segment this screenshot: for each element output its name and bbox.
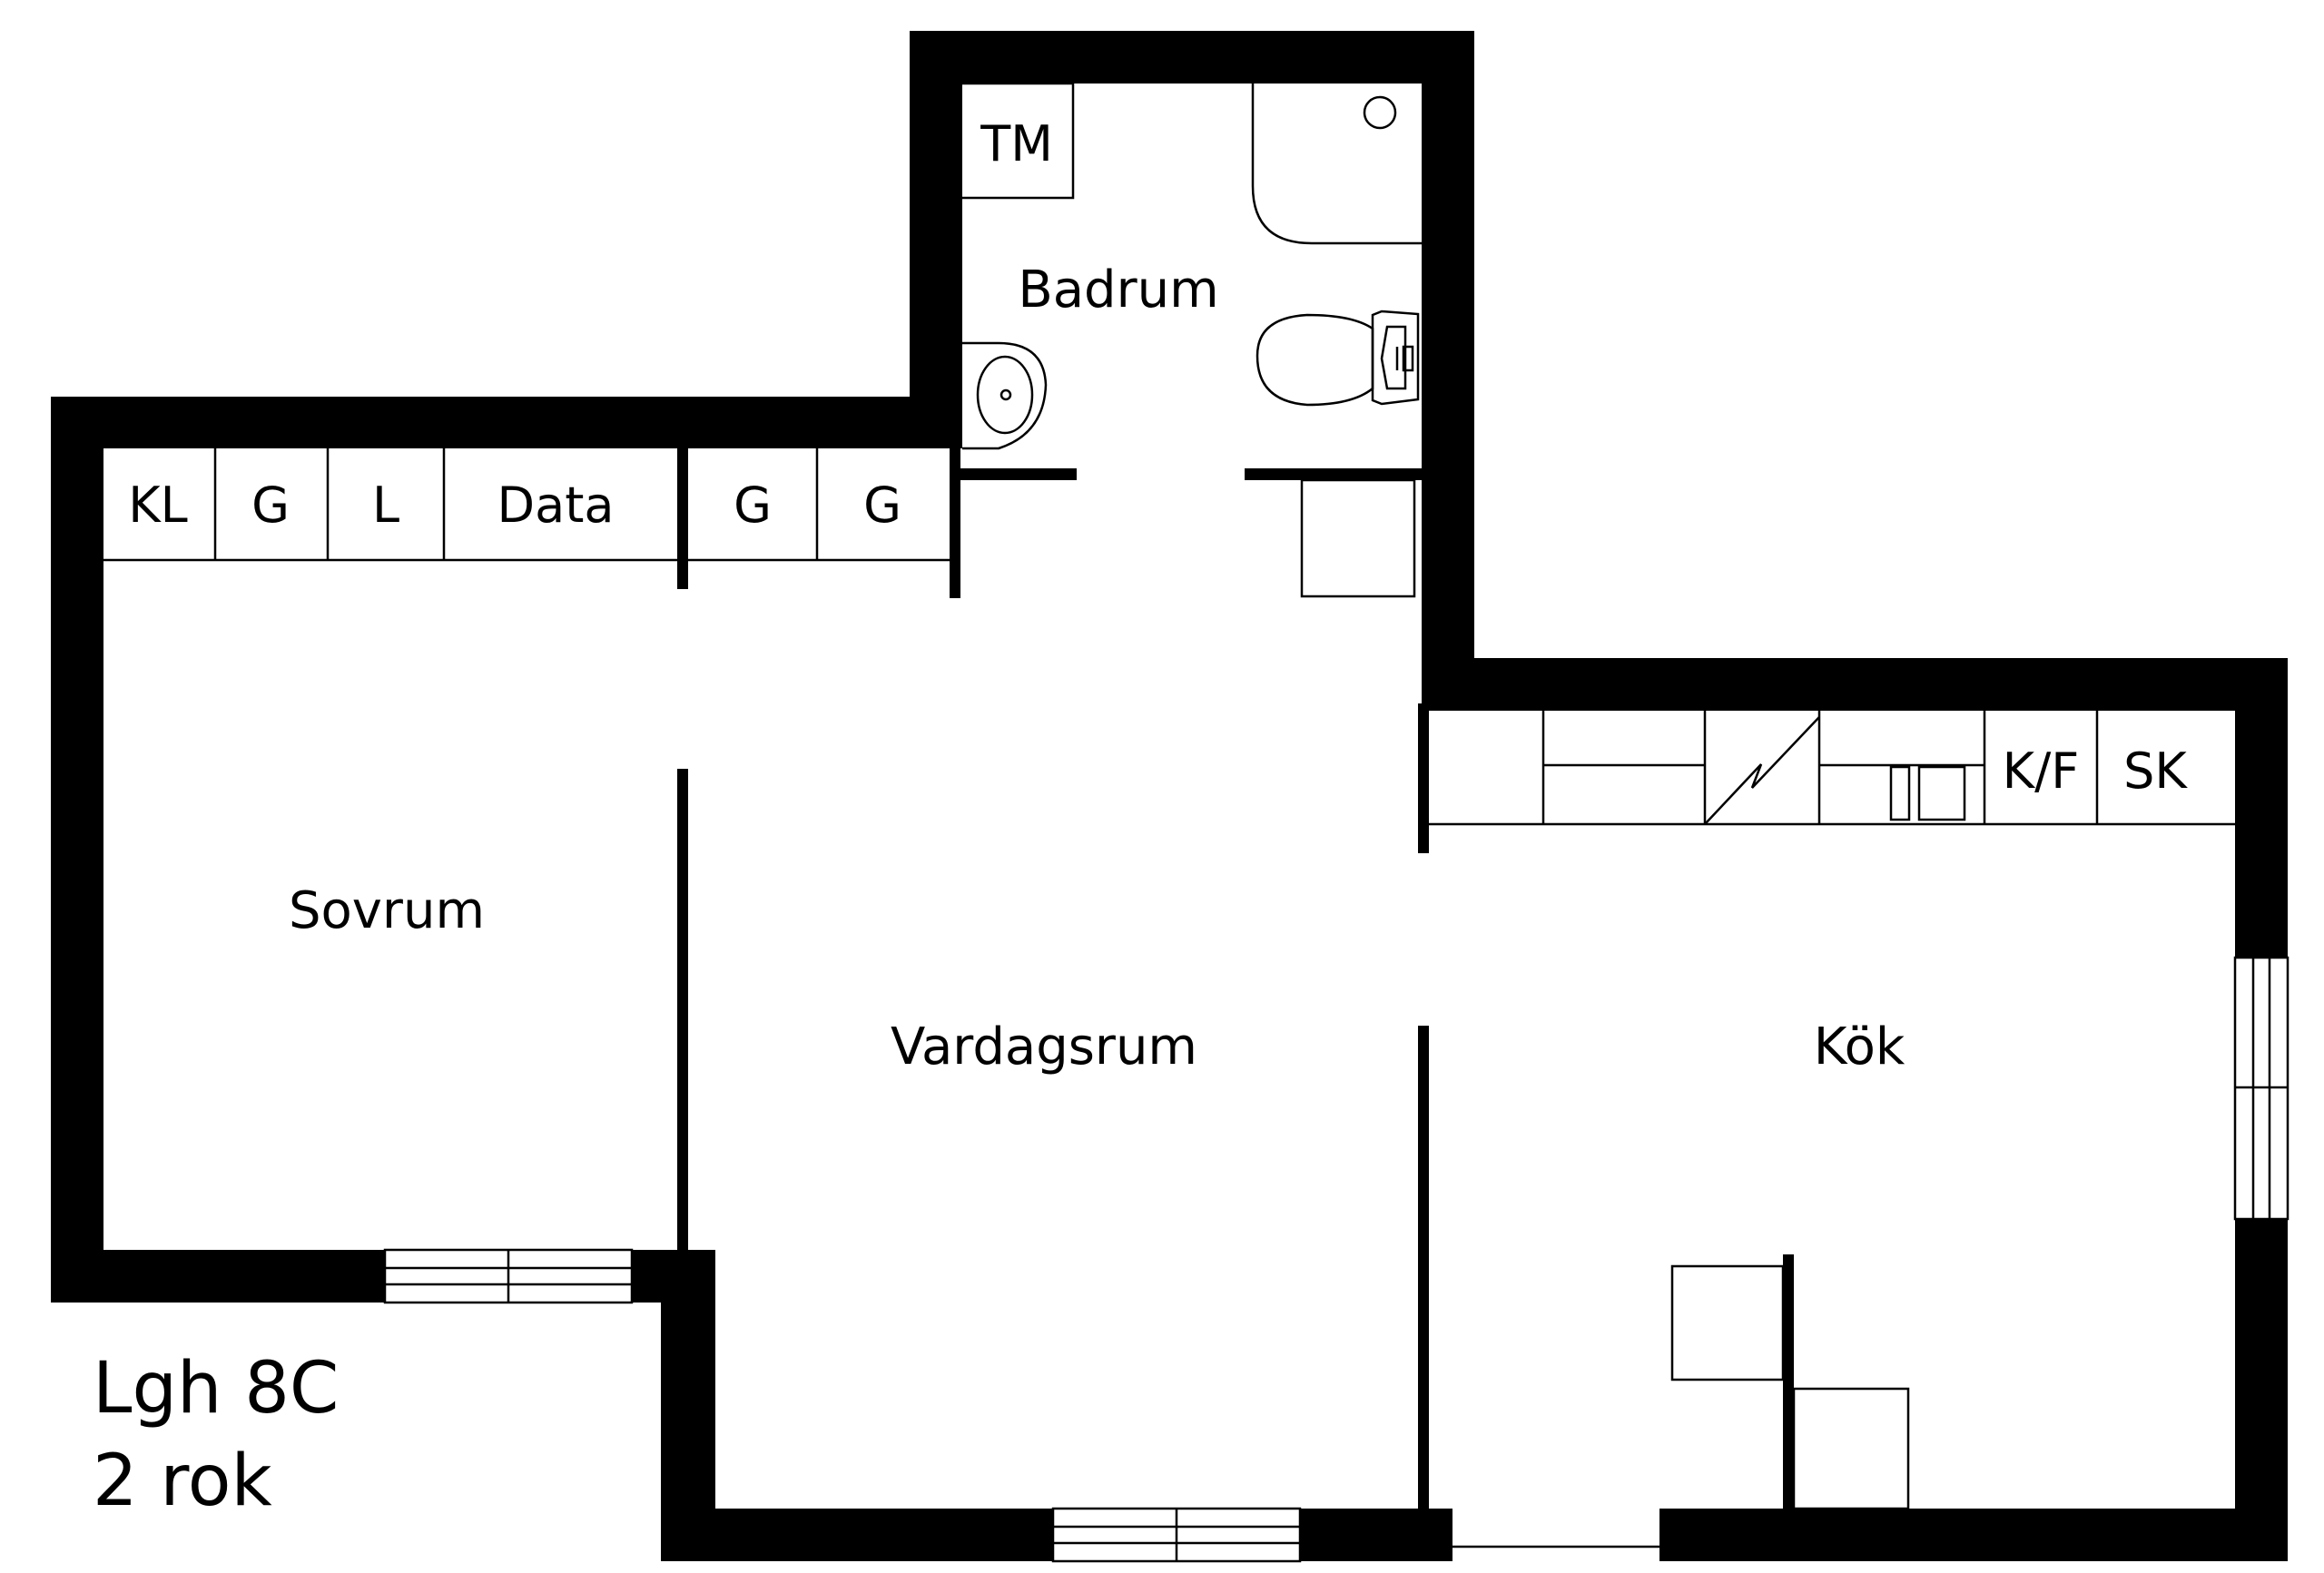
apartment-number: Lgh 8C: [93, 1348, 339, 1430]
storage-label-kf: K/F: [2003, 742, 2080, 800]
storage-label-g2: G: [734, 477, 772, 534]
storage-label-tm: TM: [980, 115, 1053, 172]
wall-kitchen-top: [1422, 658, 2288, 711]
wall-divider-top: [677, 448, 688, 589]
wall-bathroom-left: [910, 31, 962, 448]
wall-bedroom-top: [51, 397, 911, 448]
interior-walls: [677, 448, 1794, 1509]
room-label-kitchen: Kök: [1814, 1018, 1905, 1077]
bathroom-sink: [962, 341, 1048, 450]
window-living: [1051, 1507, 1302, 1563]
kitchen-counter: [1429, 711, 2235, 826]
walls: [51, 31, 2288, 1561]
sink-small-basin: [1889, 765, 1911, 821]
wall-living-bottom-left: [661, 1509, 1053, 1561]
apartment-layout: 2 rok: [93, 1440, 272, 1522]
wall-kitchen-inner: [1783, 1254, 1794, 1509]
window-kitchen: [2233, 956, 2290, 1221]
sink-large-basin: [1917, 765, 1966, 821]
window-bedroom: [383, 1248, 634, 1304]
room-label-living: Vardagsrum: [891, 1018, 1197, 1077]
wall-bathroom-bottom-right: [1245, 468, 1423, 480]
storage-label-l: L: [372, 477, 399, 534]
storage-label-sk: SK: [2123, 742, 2188, 800]
wall-kitchen-bottom: [1659, 1509, 2286, 1561]
storage-row-bedroom: [103, 448, 950, 562]
wall-living-bottom-right: [1300, 1509, 1452, 1561]
wall-kitchen-right-bottom: [2235, 1219, 2288, 1561]
wall-closet-edge: [950, 448, 960, 598]
fixtures: [103, 82, 2235, 1510]
wall-bedroom-left: [51, 397, 103, 1303]
wall-bathroom-bottom-left: [951, 468, 1077, 480]
storage-label-kl: KL: [128, 477, 188, 534]
room-label-bedroom: Sovrum: [289, 881, 485, 940]
labels: Badrum Sovrum Vardagsrum Kök KL G L Data…: [93, 115, 2188, 1522]
wall-bathroom-right: [1422, 31, 1474, 711]
wall-living-kitchen-bottom: [1418, 1026, 1429, 1509]
wall-divider-bottom: [677, 769, 688, 1250]
kitchen-box-2: [1792, 1387, 1910, 1510]
shower-drain: [1363, 95, 1397, 130]
dishwasher-icon: [1704, 716, 1820, 825]
room-label-bathroom: Badrum: [1018, 261, 1218, 320]
storage-label-g3: G: [863, 477, 901, 534]
washing-machine: [959, 82, 1075, 200]
shower: [1251, 84, 1422, 245]
storage-label-g1: G: [251, 477, 290, 534]
wall-bedroom-bottom-left: [51, 1250, 385, 1303]
hall-closet: [1300, 478, 1416, 598]
wall-bathroom-top: [910, 31, 1474, 84]
wall-living-kitchen-top: [1418, 703, 1429, 853]
storage-label-data: Data: [497, 477, 615, 534]
openings: [383, 956, 2290, 1563]
kitchen-box-1: [1670, 1264, 1785, 1381]
toilet: [1256, 310, 1420, 407]
